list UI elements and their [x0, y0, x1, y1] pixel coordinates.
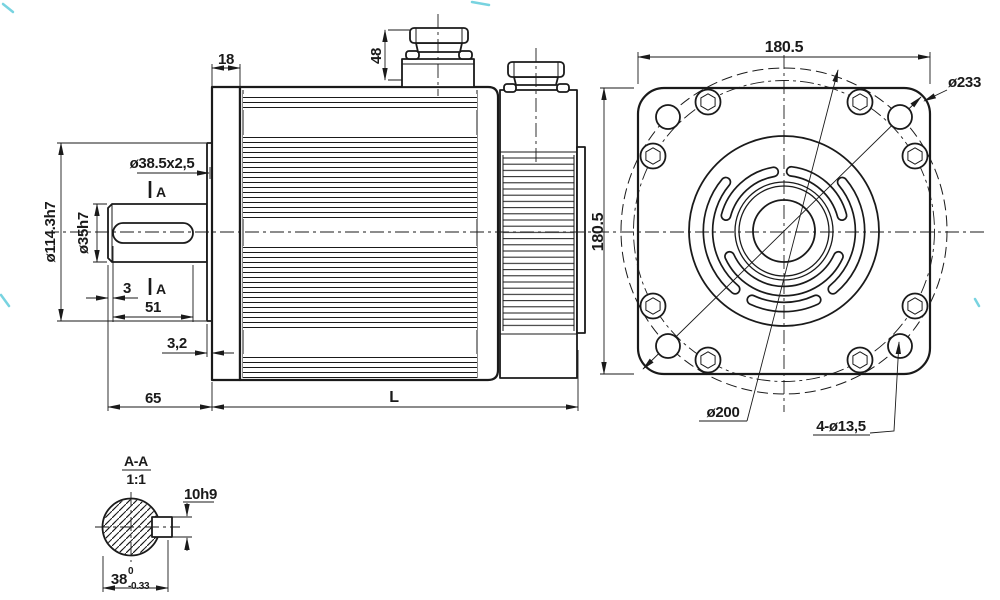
dim-bolt-circle: ø200	[707, 404, 740, 421]
dim-key-length: 51	[145, 299, 161, 316]
dimension-labels: 18 48 ø38.5x2,5 A A ø114.3h7 ø35h7 3 51 …	[42, 39, 981, 592]
scan-artifacts	[0, 0, 981, 308]
dim-spigot-depth: 3,2	[167, 335, 187, 352]
dim-flange-thickness: 18	[218, 51, 234, 68]
dim-key-width: 10h9	[184, 486, 217, 503]
body-fins-top	[243, 94, 477, 110]
dim-key-depth-tol-upper: 0	[128, 566, 134, 577]
dim-body-length: L	[389, 389, 399, 406]
diagonal-line	[642, 96, 922, 370]
dim-spigot-diameter: ø114.3h7	[42, 202, 59, 263]
artifact-mark	[0, 293, 11, 308]
body-fins-lower	[243, 246, 477, 330]
dim-flange-width: 180.5	[765, 39, 804, 56]
shaft-keyway	[112, 222, 194, 244]
dim-key-offset: 3	[123, 280, 131, 297]
rear-cover	[576, 146, 586, 334]
dim-connector-height: 48	[368, 48, 385, 64]
dim-shaft-length: 65	[145, 390, 161, 407]
section-mark-bottom: A	[156, 281, 166, 297]
body-fins-upper	[243, 135, 477, 219]
flange	[210, 85, 242, 382]
dim-key-depth-tol-lower: -0.33	[128, 581, 150, 592]
dim-shaft-diameter: ø35h7	[75, 212, 92, 254]
artifact-mark	[470, 0, 491, 7]
connector-2	[503, 61, 570, 93]
corner-hole-circle-233	[620, 67, 948, 395]
dim-flange-height: 180.5	[590, 212, 607, 251]
dimension-lines	[57, 29, 948, 592]
artifact-mark	[1, 2, 15, 14]
dim-key-depth: 38	[111, 571, 127, 588]
body-fins-bottom	[243, 354, 477, 378]
dim-corner-circle: ø233	[948, 74, 981, 91]
section-mark-top: A	[156, 184, 166, 200]
centerlines	[45, 14, 985, 412]
dim-mounting-holes: 4-ø13,5	[816, 418, 866, 435]
rear-fins	[503, 155, 574, 331]
section-view	[95, 492, 180, 562]
section-scale: 1:1	[126, 471, 146, 487]
motor-body	[238, 85, 500, 382]
section-title: A-A	[124, 453, 148, 469]
dim-shaft-groove: ø38.5x2,5	[130, 155, 195, 172]
artifact-mark	[973, 297, 981, 308]
side-view	[107, 27, 586, 382]
